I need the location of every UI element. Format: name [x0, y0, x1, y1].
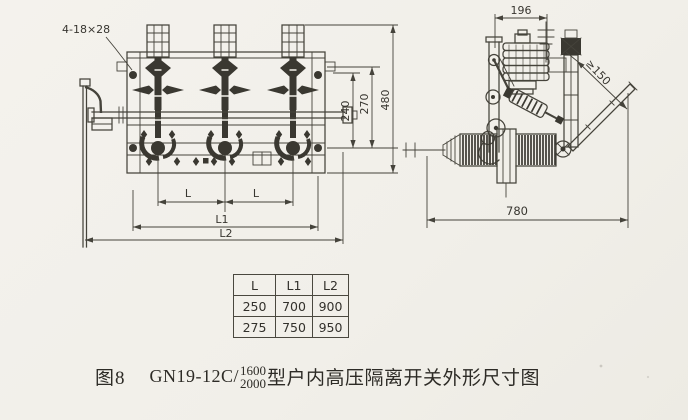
table-header-row: L L1 L2 — [233, 274, 349, 296]
side-view-drawing: 196 — [402, 4, 638, 228]
rated-current-top: 1600 — [240, 362, 267, 378]
model-designation: GN19-12C/ — [149, 365, 240, 386]
front-bottom-dimensions: L L L1 L2 — [85, 152, 344, 244]
scan-speck — [599, 364, 603, 368]
table-cell: 900 — [312, 295, 349, 317]
caption-suffix: 型户内高压隔离开关外形尺寸图 — [267, 367, 541, 389]
dim-label-480: 480 — [379, 90, 392, 111]
dim-label-780: 780 — [506, 204, 528, 218]
base-bolts — [140, 130, 312, 166]
crank-handle — [79, 78, 113, 248]
figure-caption: 图8 GN19-12C/ 1600 2000 型户内高压隔离开关外形尺寸图 — [95, 358, 540, 394]
table-header-L: L — [233, 274, 276, 296]
dim-label-min150: ≥150 — [583, 57, 613, 88]
dim-label-L-right: L — [253, 187, 260, 200]
table-cell: 700 — [275, 295, 313, 317]
dimension-table: L L1 L2 250 700 900 275 750 950 — [233, 274, 349, 338]
tilted-insulator — [502, 86, 565, 125]
bolt-slot-note: 4-18×28 — [62, 23, 110, 36]
dim-label-270: 270 — [358, 94, 371, 115]
dim-label-240: 240 — [339, 101, 352, 122]
front-view-drawing: 4-18×28 240 270 480 L L L1 L2 — [62, 23, 398, 248]
dim-label-L2: L2 — [219, 227, 232, 240]
scan-speck — [646, 375, 650, 379]
dim-label-196: 196 — [511, 4, 532, 17]
table-cell: 750 — [275, 316, 313, 338]
rated-current-fraction: 1600 2000 — [240, 362, 267, 391]
drive-insulator — [402, 128, 572, 198]
figure-number: 图8 — [95, 367, 126, 389]
table-row: 275 750 950 — [233, 316, 349, 338]
table-cell: 250 — [233, 295, 276, 317]
rated-current-bottom: 2000 — [240, 376, 267, 391]
table-row: 250 700 900 — [233, 295, 349, 317]
table-cell: 950 — [312, 316, 349, 338]
front-right-dimensions: 240 270 480 — [305, 24, 398, 174]
dim-label-L-left: L — [185, 187, 192, 200]
table-cell: 275 — [233, 316, 276, 338]
table-header-L2: L2 — [312, 274, 349, 296]
dim-label-L1: L1 — [215, 213, 228, 226]
blade-post — [560, 29, 582, 148]
post-insulator — [502, 29, 567, 95]
table-header-L1: L1 — [275, 274, 313, 296]
